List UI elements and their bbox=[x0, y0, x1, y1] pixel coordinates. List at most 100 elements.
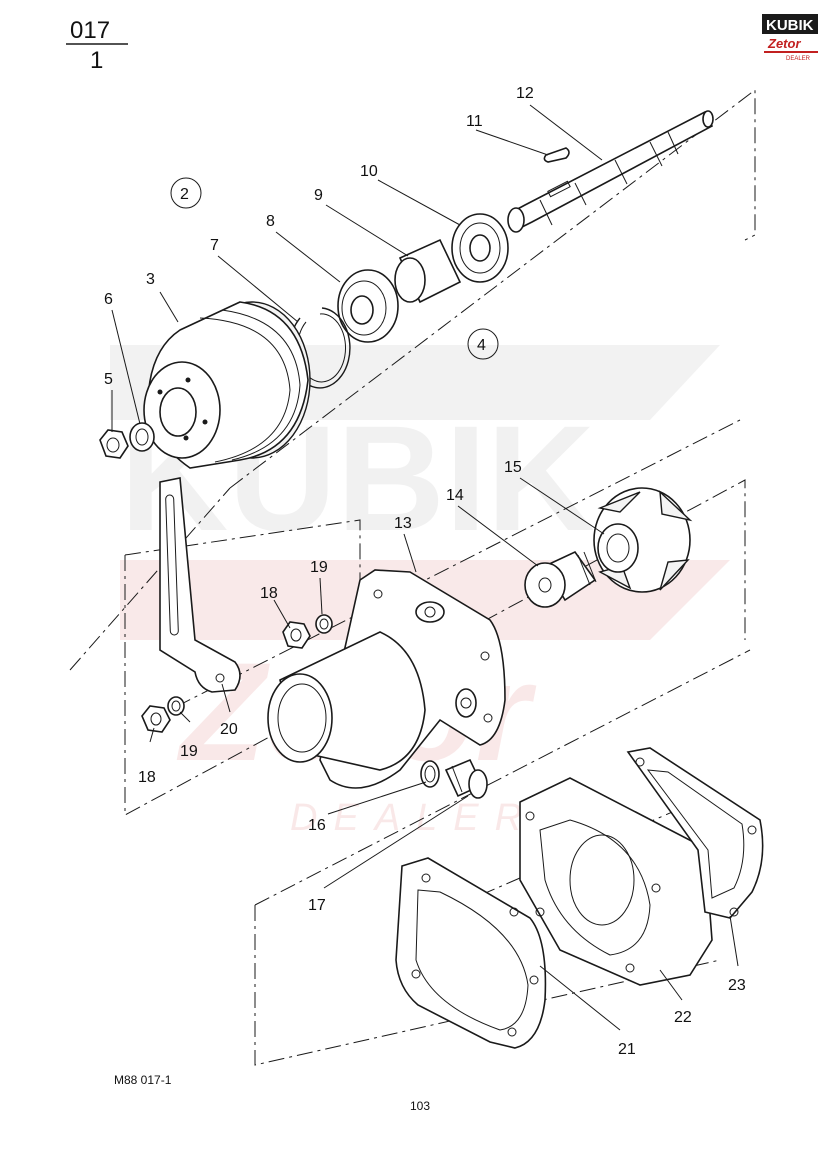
plug-thread-line bbox=[451, 765, 463, 793]
washer-part-19-lower bbox=[167, 696, 185, 716]
pulley-part-3 bbox=[143, 301, 311, 469]
kubik-zetor-logo: KUBIK Zetor DEALER bbox=[762, 14, 818, 62]
part-label-6: 6 bbox=[104, 291, 113, 308]
flange-hole bbox=[483, 713, 493, 723]
leader-9 bbox=[325, 204, 409, 257]
pulley-hole bbox=[157, 389, 163, 395]
part-label-8: 8 bbox=[266, 213, 275, 230]
part-label-18-lower: 18 bbox=[138, 769, 156, 786]
part-label-19-upper: 19 bbox=[310, 559, 328, 576]
seal-face bbox=[524, 562, 566, 608]
group-number: 017 bbox=[70, 17, 110, 44]
housing-bore-inner bbox=[277, 683, 327, 753]
leader-16 bbox=[327, 781, 427, 815]
part-label-17: 17 bbox=[308, 897, 326, 914]
logo-box bbox=[762, 14, 818, 34]
shaft-ring bbox=[649, 141, 663, 167]
washer-hole bbox=[171, 700, 181, 712]
shaft-ring bbox=[614, 159, 628, 185]
part-label-9: 9 bbox=[314, 187, 323, 204]
leader-3 bbox=[159, 291, 179, 323]
shaft-ring bbox=[667, 131, 679, 155]
logo-brand: KUBIK bbox=[766, 17, 814, 34]
gasket-hole bbox=[529, 975, 539, 985]
part-label-3: 3 bbox=[146, 271, 155, 288]
page-number: 103 bbox=[410, 1099, 430, 1113]
woodruff-key bbox=[543, 147, 570, 163]
bracket-hole bbox=[215, 673, 225, 683]
gasket-part-21 bbox=[395, 857, 547, 1049]
part-label-7: 7 bbox=[210, 237, 219, 254]
drawing-reference: M88 017-1 bbox=[114, 1073, 172, 1087]
bearing-part-8 bbox=[337, 269, 399, 343]
leader-19-lower bbox=[179, 711, 191, 723]
leader-22 bbox=[659, 969, 683, 1001]
shaft-tip bbox=[702, 110, 714, 128]
nut-hole bbox=[150, 712, 162, 726]
impeller-vane bbox=[659, 559, 690, 591]
leader-13 bbox=[403, 533, 417, 573]
impeller-hub bbox=[597, 523, 639, 573]
leader-17 bbox=[323, 795, 469, 889]
group-number-header: 017 1 bbox=[66, 17, 128, 74]
washer-part-19-upper bbox=[315, 614, 333, 634]
gasket-hole bbox=[635, 757, 645, 767]
housing-side-port-hole bbox=[460, 697, 472, 709]
seal-thread bbox=[577, 554, 591, 586]
pulley-groove bbox=[221, 309, 301, 461]
leader-18-lower bbox=[149, 727, 155, 743]
leader-8 bbox=[275, 231, 341, 283]
seal-ring bbox=[420, 760, 440, 788]
plug-head bbox=[468, 769, 488, 799]
leader-lines bbox=[111, 104, 739, 1031]
nut-hex bbox=[99, 429, 129, 459]
part-label-12: 12 bbox=[516, 85, 534, 102]
adapter-hole bbox=[625, 963, 635, 973]
group-marker-label: 2 bbox=[180, 186, 189, 203]
shaft-part-12 bbox=[507, 110, 714, 233]
gasket-hole bbox=[421, 873, 431, 883]
nut-part-18-upper bbox=[282, 621, 311, 649]
pulley-bore bbox=[159, 387, 197, 437]
nut-part-5 bbox=[99, 429, 129, 459]
logo-tag: DEALER bbox=[786, 56, 811, 62]
nut-hole bbox=[106, 437, 120, 453]
leader-6 bbox=[111, 309, 141, 425]
leader-14 bbox=[457, 505, 539, 567]
bearing-inner bbox=[469, 234, 491, 262]
leader-20 bbox=[221, 683, 231, 713]
part-label-22: 22 bbox=[674, 1009, 692, 1026]
part-labels: 3 5 6 7 8 9 10 11 12 13 14 15 16 17 18 1… bbox=[104, 85, 746, 1058]
washer-ring bbox=[167, 696, 185, 716]
gasket-inner bbox=[646, 769, 745, 899]
group-marker-circle bbox=[467, 328, 499, 360]
gasket-hole bbox=[729, 907, 739, 917]
frame-upper-axis bbox=[69, 487, 231, 671]
part-label-15: 15 bbox=[504, 459, 522, 476]
bearing-balls-ring bbox=[341, 280, 387, 336]
part-label-10: 10 bbox=[360, 163, 378, 180]
group-marker-label: 4 bbox=[477, 337, 486, 354]
washer-ring bbox=[315, 614, 333, 634]
nut-hole bbox=[290, 628, 302, 642]
washer-hole bbox=[319, 618, 329, 630]
adapter-body bbox=[519, 777, 713, 986]
part-label-16: 16 bbox=[308, 817, 326, 834]
gasket-hole bbox=[747, 825, 757, 835]
part-label-14: 14 bbox=[446, 487, 464, 504]
pump-housing-part-13 bbox=[267, 569, 506, 789]
impeller-vane bbox=[659, 490, 693, 522]
impeller-vane bbox=[597, 491, 641, 513]
nut-hex bbox=[282, 621, 311, 649]
bracket-slot bbox=[165, 494, 179, 636]
watermark-tag: DEALER bbox=[290, 797, 538, 839]
seal-thread bbox=[583, 551, 597, 583]
gasket-part-23 bbox=[626, 747, 764, 919]
shaft-thread-end bbox=[507, 207, 525, 233]
part-label-23: 23 bbox=[728, 977, 746, 994]
frame-upper bbox=[229, 88, 756, 489]
shaft-ring bbox=[539, 199, 553, 226]
leader-10 bbox=[377, 179, 461, 226]
part-label-19-lower: 19 bbox=[180, 743, 198, 760]
pulley-groove bbox=[199, 317, 291, 463]
